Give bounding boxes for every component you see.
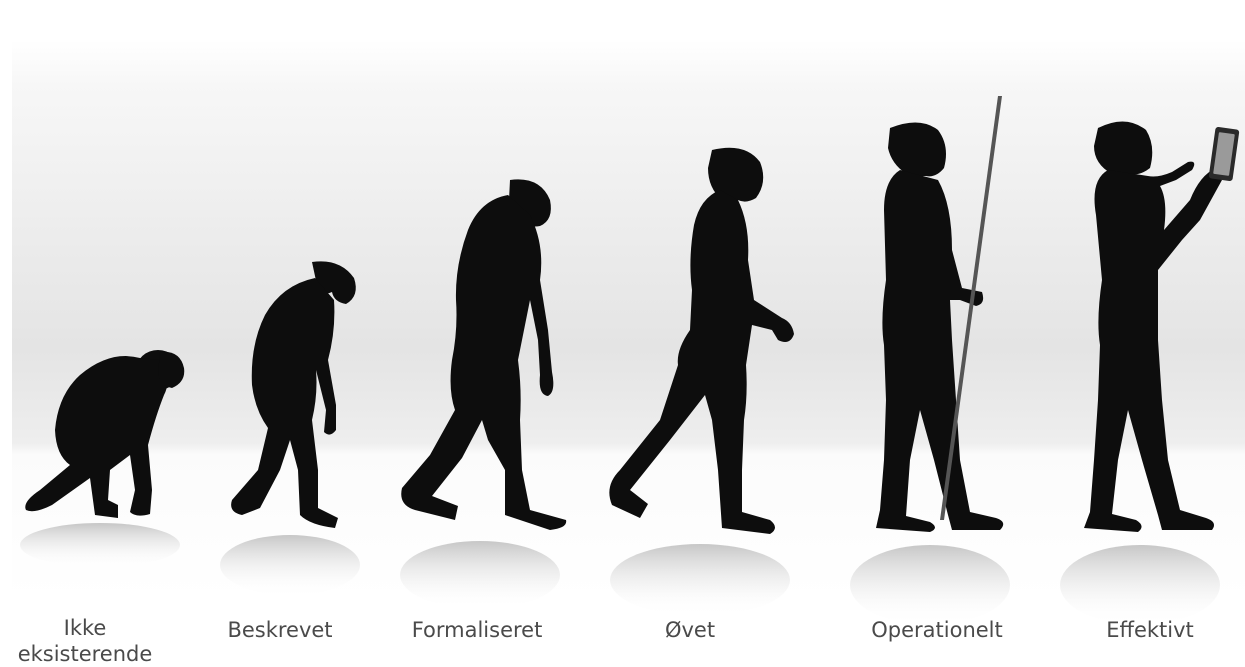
stage-label-4: Øvet xyxy=(664,618,716,642)
reflection xyxy=(1060,545,1220,625)
reflection xyxy=(220,535,360,595)
reflection xyxy=(400,541,560,609)
stage-label-3: Formaliseret xyxy=(411,618,543,642)
crouching-ape-silhouette-icon xyxy=(25,350,185,518)
reflection xyxy=(20,523,180,567)
walking-hominid-silhouette-icon xyxy=(609,147,794,534)
stooped-ape-silhouette-icon xyxy=(231,261,356,528)
man-with-tablet-silhouette-icon xyxy=(1084,121,1240,532)
background xyxy=(12,40,1245,600)
upright-man-with-spear-silhouette-icon xyxy=(876,96,1004,532)
reflection xyxy=(610,544,790,616)
stage-label-6: Effektivt xyxy=(1106,618,1194,642)
early-hominid-silhouette-icon xyxy=(401,179,567,530)
stage-label-5: Operationelt xyxy=(871,618,1003,642)
stage-label-1: Ikke eksisterende xyxy=(17,616,153,666)
spear xyxy=(940,96,1002,520)
reflection xyxy=(850,545,1010,625)
stage-label-2: Beskrevet xyxy=(227,618,333,642)
